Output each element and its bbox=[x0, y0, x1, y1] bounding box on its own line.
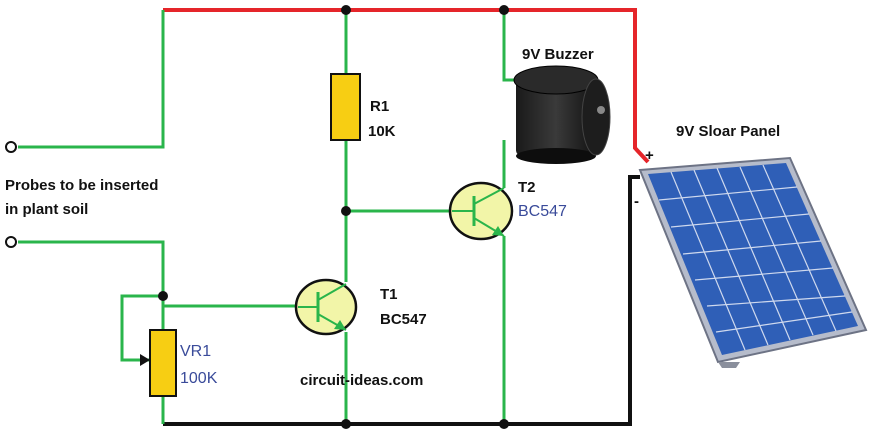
junctions bbox=[158, 5, 509, 429]
buzzer-sound-hole bbox=[597, 106, 605, 114]
buzzer-label: 9V Buzzer bbox=[522, 46, 594, 63]
vr1-wiper-arrow bbox=[140, 354, 150, 366]
t1-body bbox=[294, 278, 358, 336]
solar-panel-cells bbox=[648, 163, 858, 355]
probes-label-line1: Probes to be inserted bbox=[5, 177, 158, 194]
probe-2-wire bbox=[18, 240, 165, 330]
t1-part-label: BC547 bbox=[380, 311, 427, 328]
t1-collector-lead bbox=[317, 283, 347, 301]
buzzer-top-face bbox=[513, 65, 599, 95]
transistor-t1: T1 BC547 bbox=[294, 278, 427, 336]
solar-panel-label: 9V Sloar Panel bbox=[676, 123, 780, 140]
r1-value-label: 10K bbox=[368, 123, 396, 140]
buzzer-positive-wire bbox=[502, 10, 520, 82]
solar-plus-label: + bbox=[645, 147, 654, 164]
buzzer: 9V Buzzer bbox=[513, 46, 611, 164]
junction-dot bbox=[341, 5, 351, 15]
potentiometer-vr1: VR1 100K bbox=[140, 329, 218, 397]
t2-collector-lead bbox=[473, 187, 505, 205]
buzzer-side-face bbox=[581, 78, 611, 156]
vr1-value-label: 100K bbox=[180, 370, 218, 387]
website-credit: circuit-ideas.com bbox=[300, 372, 423, 389]
negative-rail-wire bbox=[163, 175, 640, 426]
vr1-wiper-wire bbox=[120, 294, 163, 362]
t2-name-label: T2 bbox=[518, 179, 536, 196]
junction-dot bbox=[499, 5, 509, 15]
solar-minus-label: - bbox=[634, 193, 639, 210]
probe-1-wire bbox=[18, 10, 165, 149]
solar-panel-stand bbox=[718, 362, 740, 368]
t2-emitter-arrow bbox=[492, 226, 504, 236]
vr1-body bbox=[149, 329, 177, 397]
probes-label-line2: in plant soil bbox=[5, 201, 88, 218]
buzzer-body-side bbox=[516, 78, 596, 156]
soil-probes: Probes to be inserted in plant soil bbox=[5, 141, 158, 248]
vr1-name-label: VR1 bbox=[180, 343, 211, 360]
t1-emitter-arrow bbox=[334, 320, 346, 330]
junction-dot bbox=[341, 206, 351, 216]
transistor-t2: T2 BC547 bbox=[448, 179, 567, 241]
t2-body bbox=[448, 181, 514, 241]
solar-panel: 9V Sloar Panel + - bbox=[634, 123, 868, 368]
resistor-r1: R1 10K bbox=[330, 73, 396, 141]
junction-dot bbox=[158, 291, 168, 301]
probe-terminal-2 bbox=[5, 236, 17, 248]
positive-rail-wire bbox=[163, 8, 650, 164]
t1-name-label: T1 bbox=[380, 286, 398, 303]
r1-name-label: R1 bbox=[370, 98, 389, 115]
t2-part-label: BC547 bbox=[518, 203, 567, 220]
junction-dot bbox=[499, 419, 509, 429]
buzzer-bottom-rim bbox=[516, 148, 596, 164]
probe-terminal-1 bbox=[5, 141, 17, 153]
junction-dot bbox=[341, 419, 351, 429]
solar-panel-grid bbox=[658, 164, 853, 351]
wires bbox=[18, 8, 650, 426]
r1-body bbox=[330, 73, 361, 141]
